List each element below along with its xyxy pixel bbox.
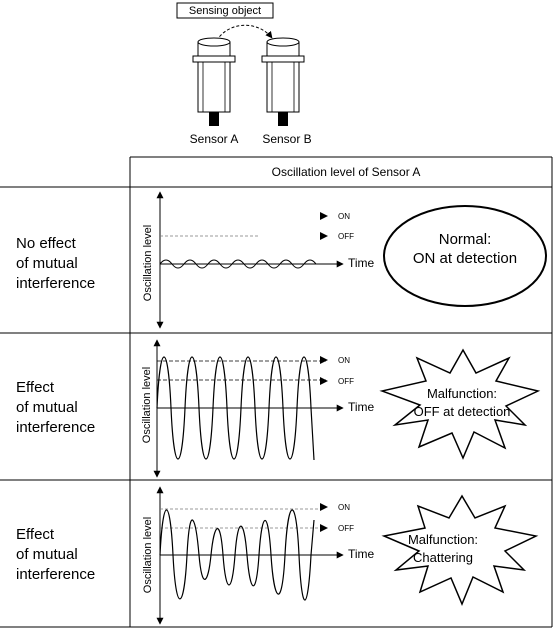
- column-header: Oscillation level of Sensor A: [272, 165, 421, 179]
- oscillation-wave: [156, 356, 315, 461]
- sensing-object-box: [176, 2, 274, 19]
- x-axis-label: Time: [348, 256, 375, 270]
- sensor-a-icon: [192, 37, 236, 126]
- result-starburst: [381, 494, 539, 606]
- on-label: ON: [338, 212, 350, 221]
- off-marker: [320, 232, 328, 240]
- oscillation-wave: [159, 259, 317, 269]
- row-label-line: interference: [16, 419, 95, 436]
- row-no-effect: No effect of mutual interference Oscilla…: [16, 191, 547, 329]
- on-marker: [320, 503, 328, 511]
- y-axis-label: Oscillation level: [142, 225, 154, 301]
- result-ellipse: [383, 205, 547, 307]
- x-axis-label: Time: [348, 400, 375, 414]
- row-label-line: No effect: [16, 235, 77, 252]
- row-effect-chattering: Effect of mutual interference Oscillatio…: [16, 486, 539, 625]
- off-label: OFF: [338, 232, 354, 241]
- result-text-line: Malfunction:: [427, 386, 497, 401]
- sensor-b-icon: [261, 37, 305, 126]
- sensor-b-label: Sensor B: [262, 132, 311, 146]
- row-label-line: interference: [16, 566, 95, 583]
- off-label: OFF: [338, 377, 354, 386]
- row-label-line: Effect: [16, 526, 55, 543]
- oscillation-wave: [159, 509, 315, 601]
- result-text-line: Normal:: [439, 231, 492, 248]
- row-label-line: of mutual: [16, 546, 78, 563]
- result-text-line: Malfunction:: [408, 532, 478, 547]
- on-marker: [320, 356, 328, 364]
- row-label-line: interference: [16, 275, 95, 292]
- result-starburst: [379, 348, 541, 460]
- row-label-line: Effect: [16, 379, 55, 396]
- y-axis-label: Oscillation level: [141, 367, 153, 443]
- off-marker: [320, 524, 328, 532]
- row-label-line: of mutual: [16, 399, 78, 416]
- on-label: ON: [338, 356, 350, 365]
- sensor-illustration: Sensing object Sensor A Sensor B: [176, 2, 312, 146]
- sensing-object-label: Sensing object: [189, 5, 261, 17]
- result-text-line: OFF at detection: [414, 404, 511, 419]
- x-axis-label: Time: [348, 547, 375, 561]
- on-label: ON: [338, 503, 350, 512]
- comparison-table: [0, 156, 553, 628]
- sensor-a-label: Sensor A: [190, 132, 239, 146]
- result-text-line: Chattering: [413, 550, 473, 565]
- row-effect-off: Effect of mutual interference Oscillatio…: [16, 339, 541, 478]
- result-text-line: ON at detection: [413, 250, 517, 267]
- off-marker: [320, 377, 328, 385]
- y-axis-label: Oscillation level: [142, 517, 154, 593]
- row-label-line: of mutual: [16, 255, 78, 272]
- on-marker: [320, 212, 328, 220]
- off-label: OFF: [338, 524, 354, 533]
